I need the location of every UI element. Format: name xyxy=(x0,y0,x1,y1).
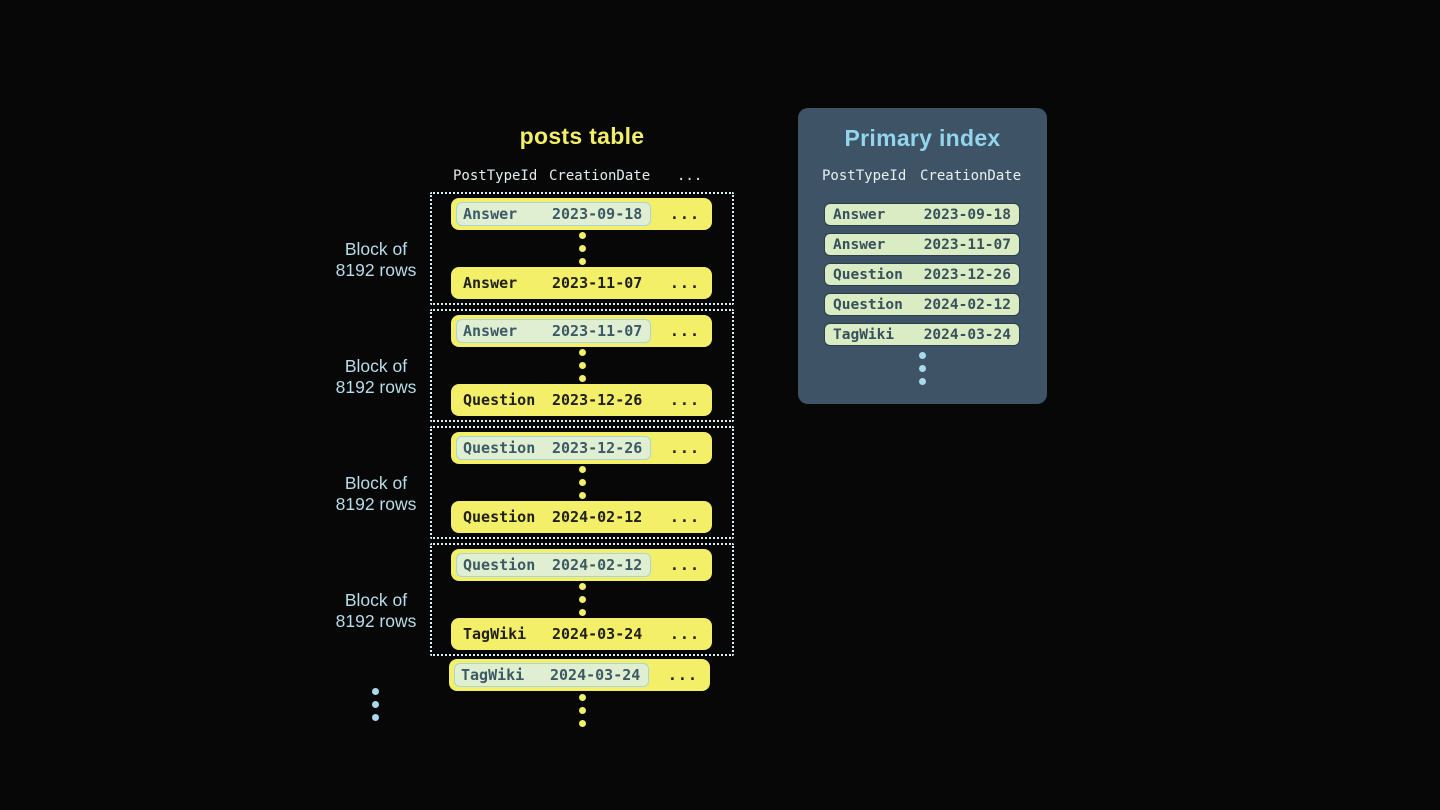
table-row: TagWiki 2024-03-24 ... xyxy=(451,618,712,650)
row-ellipsis: ... xyxy=(669,274,700,292)
primary-index-rows: Answer 2023-09-18 Answer 2023-11-07 Ques… xyxy=(824,203,1020,346)
index-entry: Question 2024-02-12 xyxy=(824,293,1020,316)
table-block-1: Answer 2023-09-18 ... Answer 2023-11-07 … xyxy=(430,192,734,305)
row-ellipsis: ... xyxy=(669,439,700,457)
table-block-2: Answer 2023-11-07 ... Question 2023-12-2… xyxy=(430,309,734,422)
vertical-ellipsis-icon xyxy=(578,349,586,382)
posts-table-title: posts table xyxy=(519,123,645,149)
row-ellipsis: ... xyxy=(669,556,700,574)
table-block-3: Question 2023-12-26 ... Question 2024-02… xyxy=(430,426,734,539)
table-row: Question 2024-02-12 ... xyxy=(451,501,712,533)
column-header-posttypeid: PostTypeId xyxy=(822,168,907,184)
row-ellipsis: ... xyxy=(669,625,700,643)
index-entry: TagWiki 2024-03-24 xyxy=(824,323,1020,346)
table-row: Answer 2023-11-07 ... xyxy=(451,315,712,347)
indexed-row-highlight: Answer 2023-09-18 xyxy=(456,202,651,226)
column-header-creationdate: CreationDate xyxy=(920,168,1022,184)
primary-index-title: Primary index xyxy=(844,125,1001,151)
index-continues-ellipsis xyxy=(798,352,1047,385)
indexed-row-highlight: Question 2023-12-26 xyxy=(456,436,651,460)
index-entry: Answer 2023-09-18 xyxy=(824,203,1020,226)
column-header-posttypeid: PostTypeId xyxy=(453,168,538,184)
column-header-creationdate: CreationDate xyxy=(549,168,651,184)
index-entry: Question 2023-12-26 xyxy=(824,263,1020,286)
row-values: Question 2023-12-26 xyxy=(463,391,643,409)
row-ellipsis: ... xyxy=(669,508,700,526)
indexed-row-highlight: Question 2024-02-12 xyxy=(456,553,651,577)
table-row-overflow: TagWiki 2024-03-24 ... xyxy=(449,659,710,691)
block-label: Block of 8192 rows xyxy=(335,238,417,280)
column-header-more: ... xyxy=(677,168,703,184)
indexed-row-highlight: TagWiki 2024-03-24 xyxy=(454,663,649,687)
row-ellipsis: ... xyxy=(667,666,698,684)
vertical-ellipsis-icon xyxy=(578,694,586,727)
block-label: Block of 8192 rows xyxy=(335,589,417,631)
table-block-4: Question 2024-02-12 ... TagWiki 2024-03-… xyxy=(430,543,734,656)
vertical-ellipsis-icon xyxy=(578,232,586,265)
table-row: Answer 2023-09-18 ... xyxy=(451,198,712,230)
blocks-continue-ellipsis-icon xyxy=(372,688,379,721)
block-label: Block of 8192 rows xyxy=(335,472,417,514)
table-row: Question 2023-12-26 ... xyxy=(451,432,712,464)
vertical-ellipsis-icon xyxy=(578,583,586,616)
table-row: Answer 2023-11-07 ... xyxy=(451,267,712,299)
block-label: Block of 8192 rows xyxy=(335,355,417,397)
row-ellipsis: ... xyxy=(669,322,700,340)
row-ellipsis: ... xyxy=(669,205,700,223)
table-row: Question 2024-02-12 ... xyxy=(451,549,712,581)
row-values: TagWiki 2024-03-24 xyxy=(463,625,643,643)
vertical-ellipsis-icon xyxy=(919,352,926,385)
index-entry: Answer 2023-11-07 xyxy=(824,233,1020,256)
row-values: Question 2024-02-12 xyxy=(463,508,643,526)
table-continues-ellipsis xyxy=(430,694,734,727)
table-row: Question 2023-12-26 ... xyxy=(451,384,712,416)
primary-index-panel: Primary index PostTypeId CreationDate An… xyxy=(798,108,1047,404)
row-ellipsis: ... xyxy=(669,391,700,409)
row-values: Answer 2023-11-07 xyxy=(463,274,643,292)
indexed-row-highlight: Answer 2023-11-07 xyxy=(456,319,651,343)
vertical-ellipsis-icon xyxy=(578,466,586,499)
